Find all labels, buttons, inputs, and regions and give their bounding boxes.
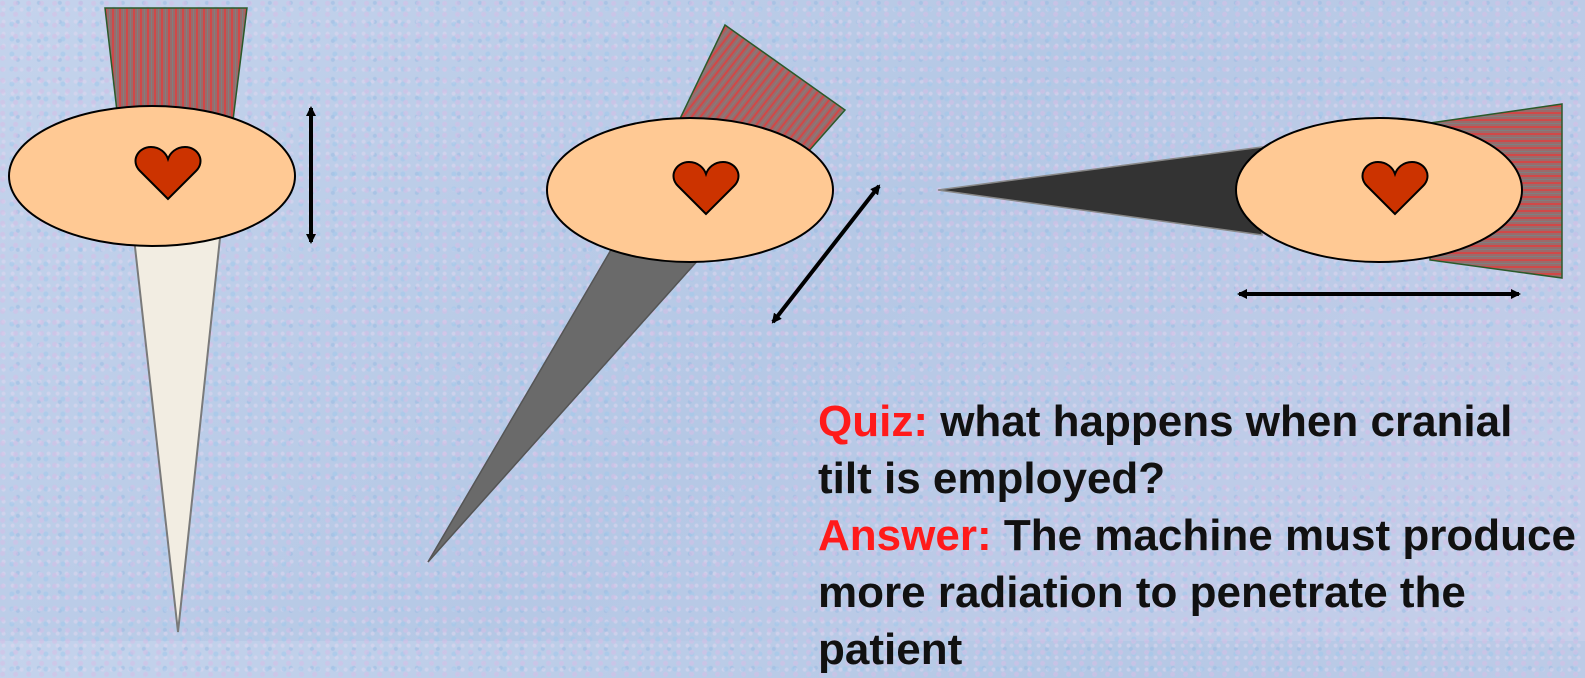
heart-icon [1361, 160, 1429, 216]
quiz-text-block: Quiz: what happens when cranial tilt is … [818, 393, 1578, 678]
panel-vertical [8, 7, 316, 633]
answer-label: Answer: [818, 511, 992, 560]
panel-oblique [427, 23, 881, 563]
answer-text: The machine must produce more radiation … [818, 511, 1576, 674]
quiz-question: what happens when cranial tilt is employ… [818, 397, 1513, 503]
panel-horizontal [937, 103, 1563, 299]
tilt-diagram [8, 7, 1563, 633]
quiz-label: Quiz: [818, 397, 928, 446]
heart-icon [672, 160, 740, 216]
beam-collimator-vertical [104, 7, 248, 121]
double-arrow-diagonal [771, 184, 881, 324]
beam-shadow-vertical [132, 237, 222, 633]
beam-shadow-oblique [427, 242, 702, 563]
beam-shadow-horizontal [937, 146, 1263, 236]
heart-icon [134, 145, 202, 201]
